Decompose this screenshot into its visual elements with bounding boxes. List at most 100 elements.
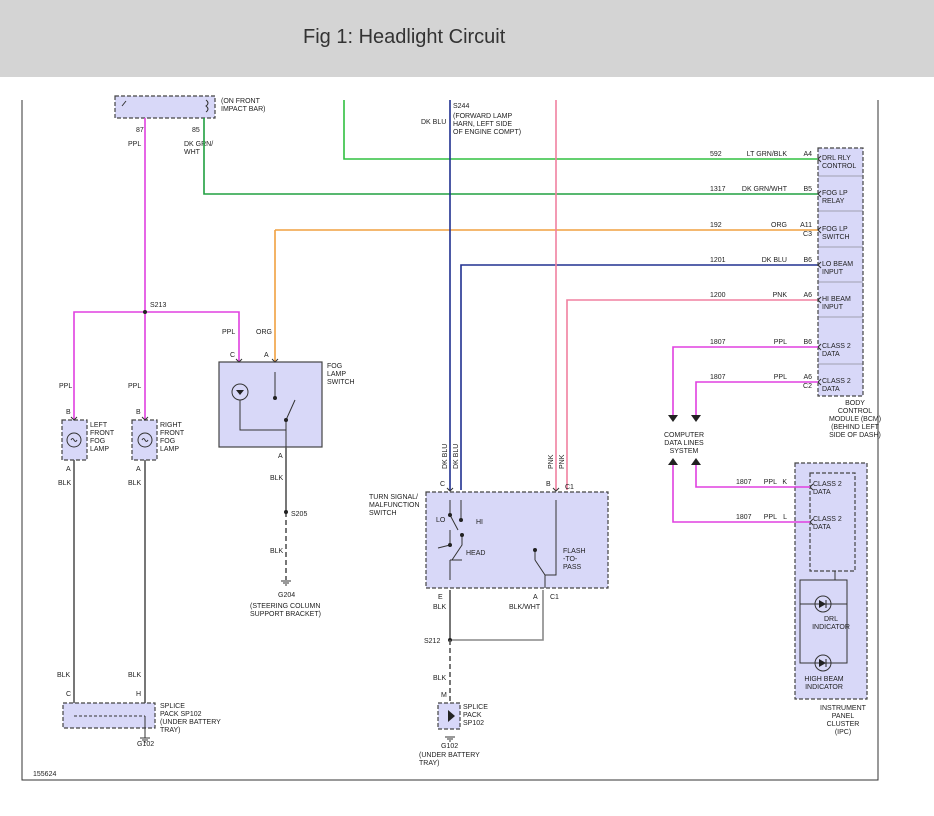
wire-blk-wht-turn-a xyxy=(450,590,544,641)
fog-switch-internal-wiring xyxy=(239,372,296,448)
bcm-pin-label: B6 xyxy=(803,339,812,346)
fog-switch-pin-a-top xyxy=(271,358,279,363)
s244-label: S244 xyxy=(453,103,469,110)
turn-switch-wire-c1-label: DK BLU xyxy=(442,444,449,469)
bcm-connector-label: C3 xyxy=(803,231,812,238)
turn-switch-contact-dot xyxy=(459,518,463,522)
relay-coil-icon xyxy=(205,99,209,113)
bcm-wire-color: DK BLU xyxy=(762,257,787,264)
figure-header: Fig 1: Headlight Circuit xyxy=(0,0,934,77)
left-fog-pin-a-label: A xyxy=(66,466,71,473)
wire-lt-grn-blk-592 xyxy=(343,100,818,160)
splice-right-pin-m-label: M xyxy=(441,692,447,699)
bcm-pin-label: A11 xyxy=(800,222,812,229)
ipc-wire-color: PPL xyxy=(764,514,777,521)
turn-switch-pin-a-label: A xyxy=(533,594,538,601)
figure-title: Fig 1: Headlight Circuit xyxy=(303,26,506,48)
turn-switch-pin-b-label: B xyxy=(546,481,551,488)
bcm-circuit-number: 1201 xyxy=(710,257,726,264)
bcm-pin-label: A6 xyxy=(803,374,812,381)
right-fog-lamp-icon xyxy=(137,432,153,448)
turn-switch-pin-b xyxy=(552,487,560,492)
drl-indicator-icon xyxy=(814,595,832,613)
wire-ppl-s213 xyxy=(73,311,240,420)
ipc-pin-label: L xyxy=(783,514,787,521)
body-control-module xyxy=(817,147,864,397)
bcm-pin-label: A4 xyxy=(803,151,812,158)
turn-switch-pin-c-label: C xyxy=(440,481,445,488)
data-line-arrow-down-icon xyxy=(691,415,701,422)
fog-switch-wire-out-label: BLK xyxy=(270,475,284,482)
left-fog-pin-b-label: B xyxy=(66,409,71,416)
turn-switch-pin-c xyxy=(446,487,454,492)
bcm-pin-label: B5 xyxy=(803,186,812,193)
ipc-pin-label: K xyxy=(782,479,787,486)
wire-dk-grn-wht-1317 xyxy=(203,118,818,195)
fog-lamp-switch xyxy=(218,361,323,448)
s212-label: S212 xyxy=(424,638,440,645)
s213-label: S213 xyxy=(150,302,166,309)
s205-splice-dot xyxy=(284,510,288,514)
wire-ppl-1807-bcm-b6 xyxy=(672,346,818,415)
wire-ppl-1807-ipc-l xyxy=(672,465,810,523)
s205-label: S205 xyxy=(291,511,307,518)
left-fog-wire-in-label: PPL xyxy=(59,383,72,390)
figure-id-label: 155624 xyxy=(33,771,56,778)
right-fog-wire-out-label: BLK xyxy=(128,480,142,487)
relay-pin-85-label: 85 xyxy=(192,127,200,134)
bcm-pin-3 xyxy=(817,261,822,269)
splice-pack-right-icon xyxy=(448,710,455,722)
fog-switch-wire-a-label: ORG xyxy=(256,329,272,336)
ipc-circuit-number: 1807 xyxy=(736,514,752,521)
splice-right-wire-label: BLK xyxy=(433,675,447,682)
turn-switch-contact-dot xyxy=(448,543,452,547)
bcm-pin-4 xyxy=(817,296,822,304)
fog-switch-wire-out-label-2: BLK xyxy=(270,548,284,555)
right-fog-pin-a-label: A xyxy=(136,466,141,473)
turn-switch-wire-e-label: BLK xyxy=(433,604,447,611)
bcm-circuit-number: 1807 xyxy=(710,374,726,381)
fog-switch-pin-a-top-label: A xyxy=(264,352,269,359)
wire-ppl-1807-ipc-k xyxy=(695,465,810,488)
turn-switch-contact-dot xyxy=(448,513,452,517)
relay-pin-87-label: 87 xyxy=(136,127,144,134)
splice-left-pin-h-label: H xyxy=(136,691,141,698)
relay-wire-87-label: PPL xyxy=(128,141,141,148)
bcm-circuit-number: 1317 xyxy=(710,186,726,193)
splice-left-wire-c-label: BLK xyxy=(57,672,71,679)
left-fog-pin-b xyxy=(70,416,78,421)
s213-splice-dot xyxy=(143,310,147,314)
bcm-pin-label: A6 xyxy=(803,292,812,299)
splice-left-wire-h-label: BLK xyxy=(128,672,142,679)
bcm-wire-color: DK GRN/WHT xyxy=(742,186,788,193)
right-fog-pin-b-label: B xyxy=(136,409,141,416)
fog-switch-pin-a-bottom-label: A xyxy=(278,453,283,460)
turn-switch-conn-bottom-label: C1 xyxy=(550,594,559,601)
turn-switch-contact-dot xyxy=(533,548,537,552)
fog-switch-wire-c-label: PPL xyxy=(222,329,235,336)
ipc-wire-color: PPL xyxy=(764,479,777,486)
turn-switch-wire-b1-label: PNK xyxy=(548,454,555,469)
left-fog-lamp-icon xyxy=(70,438,78,442)
g102-right-label: G102 xyxy=(441,743,458,750)
relay-wire-85-label: DK GRN/WHT xyxy=(184,141,213,156)
turn-switch-flash-label: FLASH-TO-PASS xyxy=(563,548,586,571)
fog-switch-pin-c xyxy=(235,358,243,363)
turn-switch-conn-top-label: C1 xyxy=(565,484,574,491)
